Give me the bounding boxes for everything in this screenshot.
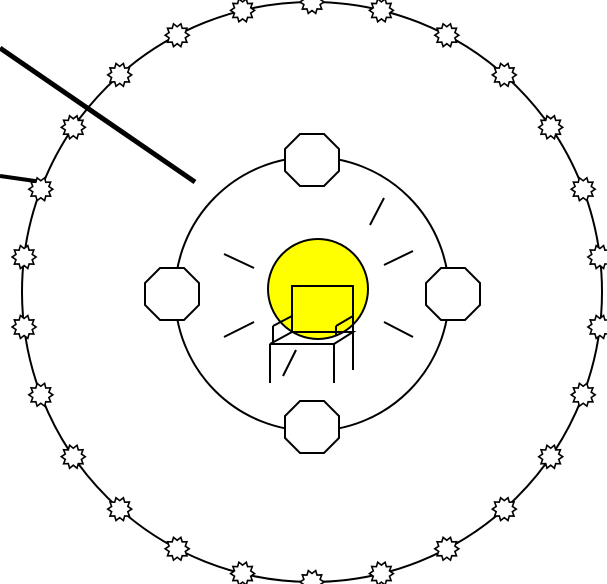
seat-bottom-octagon-icon[interactable]	[285, 401, 339, 453]
seat-top-octagon-icon[interactable]	[285, 134, 339, 186]
seat-right-octagon-icon[interactable]	[426, 268, 480, 320]
seat-left-octagon-icon[interactable]	[145, 268, 199, 320]
